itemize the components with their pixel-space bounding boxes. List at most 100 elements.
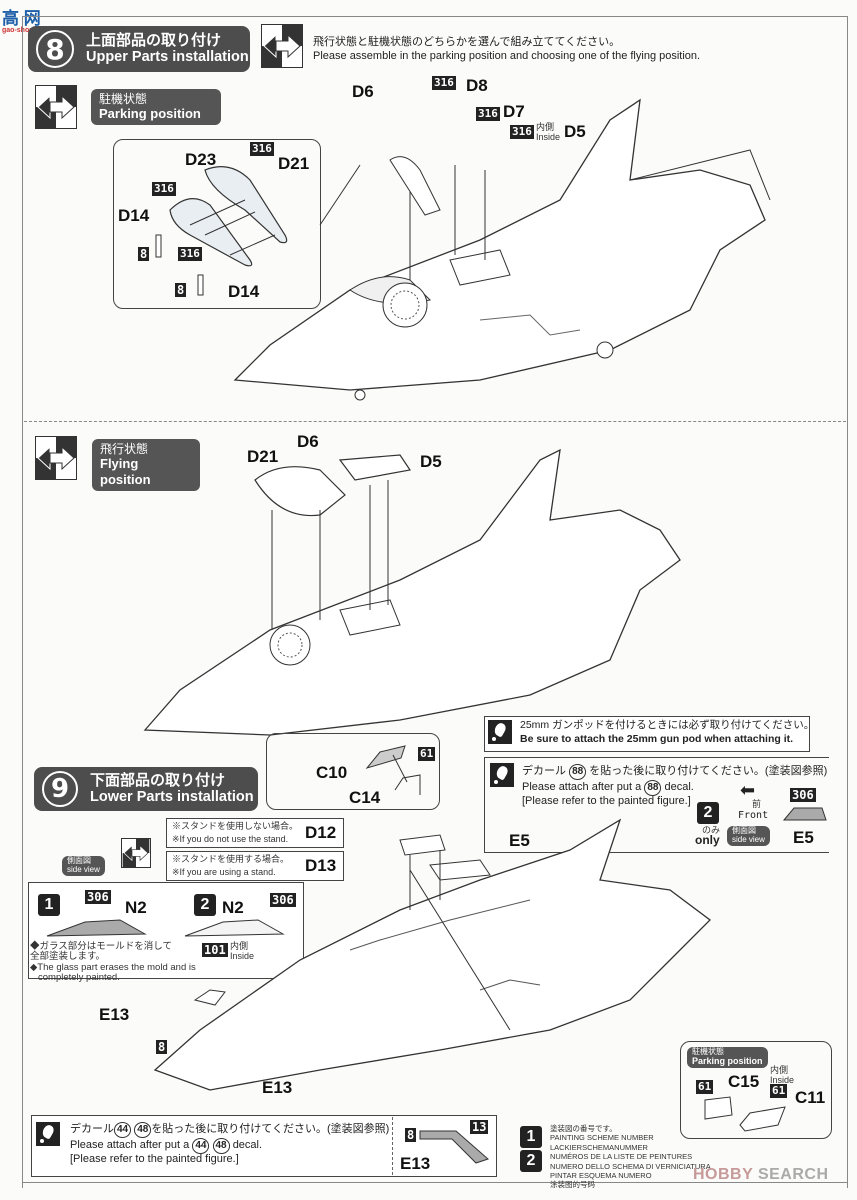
step-9-number: 9 <box>42 771 78 807</box>
paint-code-306: 306 <box>790 788 816 802</box>
scheme-1-legend: 1 <box>520 1126 542 1148</box>
paint-code-316: 316 <box>178 247 202 261</box>
scheme-2-badge: 2 <box>194 894 216 916</box>
watermark-logo-text: 高 网 <box>2 9 41 28</box>
decal-44-48-note-en2: [Please refer to the painted figure.] <box>70 1153 239 1165</box>
part-label-d7: D7 <box>503 102 525 121</box>
paint-code-8: 8 <box>138 247 150 261</box>
only-en: only <box>695 833 720 847</box>
stand-option-no-stand: ※スタンドを使用しない場合。 ※If you do not use the st… <box>166 818 344 848</box>
part-label-d12: D12 <box>305 823 337 842</box>
choose-option-icon <box>261 24 303 68</box>
front-arrow-icon: ⬅ <box>740 780 756 800</box>
only-jp: のみ <box>702 825 721 835</box>
flying-option-icon <box>35 436 77 480</box>
part-label-d5: D5 <box>564 122 586 141</box>
scheme-2-legend: 2 <box>520 1150 542 1172</box>
paint-code-8: 8 <box>175 283 187 297</box>
scheme-1-badge: 1 <box>38 894 60 916</box>
parking-position-pill: 駐機状態 Parking position <box>91 89 221 125</box>
part-label-d13: D13 <box>305 856 337 875</box>
stand-option-with-stand: ※スタンドを使用する場合。 ※If you are using a stand.… <box>166 851 344 881</box>
canopy-parts-drawing <box>155 166 288 296</box>
part-label-n2: N2 <box>222 898 244 917</box>
part-label-d8: D8 <box>466 76 488 95</box>
canopy-variant1-drawing <box>46 919 147 937</box>
part-label-d6: D6 <box>297 432 319 451</box>
parking-position-pill: 駐機状態 Parking position <box>687 1047 768 1068</box>
parking-label-jp: 駐機状態 <box>99 92 148 106</box>
step-8-title-en: Upper Parts installation <box>86 49 249 66</box>
paint-code-316: 316 <box>432 76 456 90</box>
part-label-d5: D5 <box>420 452 442 471</box>
choose-note-en: Please assemble in the parking position … <box>313 50 701 62</box>
section-divider <box>24 421 846 422</box>
part-label-d21: D21 <box>247 447 279 466</box>
callout-line <box>319 164 361 226</box>
part-label-c10: C10 <box>316 763 348 782</box>
paint-code-316: 316 <box>510 125 534 139</box>
decal-88-note-en2: [Please refer to the painted figure.] <box>522 795 691 807</box>
side-view-pill: 側面図 side view <box>62 856 105 876</box>
part-label-e13: E13 <box>262 1078 293 1097</box>
side-view-pill: 側面図 side view <box>727 826 770 846</box>
stand-option-icon <box>121 838 151 868</box>
part-label-e5: E5 <box>509 831 530 850</box>
step-8-number: 8 <box>36 30 74 68</box>
gunpod-note-en: Be sure to attach the 25mm gun pod when … <box>520 733 794 745</box>
step-9-title-en: Lower Parts installation <box>90 789 254 806</box>
front-en: Front <box>738 810 769 821</box>
watermark-logo-url: gao-shou.com <box>2 27 50 34</box>
hobbysearch-watermark: HOBBY SEARCH <box>693 1166 829 1183</box>
decal-44-48-note-box <box>31 1115 497 1177</box>
gunpod-parts-box <box>266 733 440 810</box>
part-label-d14: D14 <box>228 282 260 301</box>
part-label-c11: C11 <box>795 1088 826 1107</box>
paint-code-306: 306 <box>270 893 296 907</box>
e13-detail-drawing <box>419 1130 489 1164</box>
decal-88-note-jp: デカール 88 を貼った後に取り付けてください。(塗装図参照) <box>522 764 827 780</box>
paint-code-316: 316 <box>152 182 176 196</box>
gunpod-note-box <box>484 716 810 752</box>
paint-code-8: 8 <box>405 1128 417 1142</box>
step-9-banner: 9 下面部品の取り付け Lower Parts installation <box>34 767 258 811</box>
part-label-c14: C14 <box>349 788 381 807</box>
paint-code-316: 316 <box>476 107 500 121</box>
paint-code-316: 316 <box>250 142 274 156</box>
paint-code-61: 61 <box>770 1084 788 1098</box>
decal-88-note-en: Please attach after put a 88 decal. <box>522 780 694 796</box>
attention-icon <box>36 1122 60 1146</box>
decal-44-48-note-en: Please attach after put a 44 48 decal. <box>70 1138 262 1154</box>
paint-code-8: 8 <box>156 1040 168 1054</box>
canopy-variant2-drawing <box>184 919 285 937</box>
parking-label-en: Parking position <box>99 106 201 122</box>
flying-label-en: Flying position <box>100 456 151 487</box>
front-jp: 前 <box>752 799 762 809</box>
paint-code-61: 61 <box>418 747 436 761</box>
step-8-banner: 8 上面部品の取り付け Upper Parts installation <box>28 26 250 72</box>
note-divider <box>392 1117 393 1175</box>
part-label-d14: D14 <box>118 206 150 225</box>
part-label-e13: E13 <box>400 1154 431 1173</box>
aircraft-lower-drawing <box>153 818 711 1091</box>
gunpod-note-jp: 25mm ガンポッドを付けるときには必ず取り付けてください。 <box>520 719 815 731</box>
part-label-c15: C15 <box>728 1072 760 1091</box>
gunpod-parts-drawing <box>365 745 421 795</box>
paint-code-61: 61 <box>696 1080 714 1094</box>
e5-side-view-drawing <box>782 807 827 821</box>
paint-code-306: 306 <box>85 890 111 904</box>
decal-88-note-box <box>484 757 829 853</box>
part-label-d21: D21 <box>278 154 310 173</box>
page-frame-bottom <box>22 1182 848 1183</box>
step-9-title-jp: 下面部品の取り付け <box>90 772 226 790</box>
aircraft-upper-flying-drawing <box>143 448 681 736</box>
attention-icon <box>490 763 514 787</box>
attention-icon <box>488 720 512 744</box>
canopy-note: ◆ガラス部分はモールドを消して 全部塗装します。 ◆The glass part… <box>30 941 196 984</box>
flying-label-jp: 飛行状態 <box>100 442 149 456</box>
